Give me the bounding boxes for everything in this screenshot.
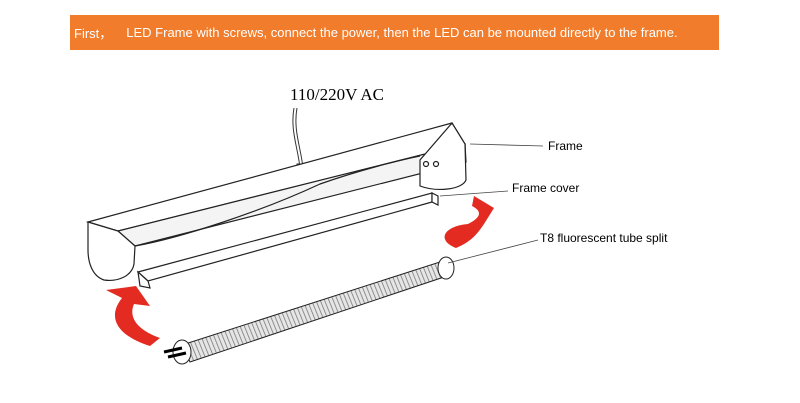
frame-label: Frame: [548, 139, 583, 153]
voltage-label: 110/220V AC: [290, 85, 384, 104]
frame: [85, 121, 467, 281]
banner-step-label: First，: [74, 26, 113, 41]
callout-leaders: [439, 143, 544, 264]
frame-cover: [136, 192, 439, 289]
tube-label: T8 fluorescent tube split: [540, 231, 668, 245]
power-cable: [292, 107, 304, 172]
instruction-banner: First， LED Frame with screws, connect th…: [70, 15, 719, 50]
curved-arrow-icon: [444, 196, 494, 248]
banner-instruction-text: LED Frame with screws, connect the power…: [126, 25, 678, 40]
t8-tube: [163, 256, 455, 365]
curved-arrow-icon: [106, 286, 160, 346]
frame-cover-label: Frame cover: [512, 181, 579, 195]
